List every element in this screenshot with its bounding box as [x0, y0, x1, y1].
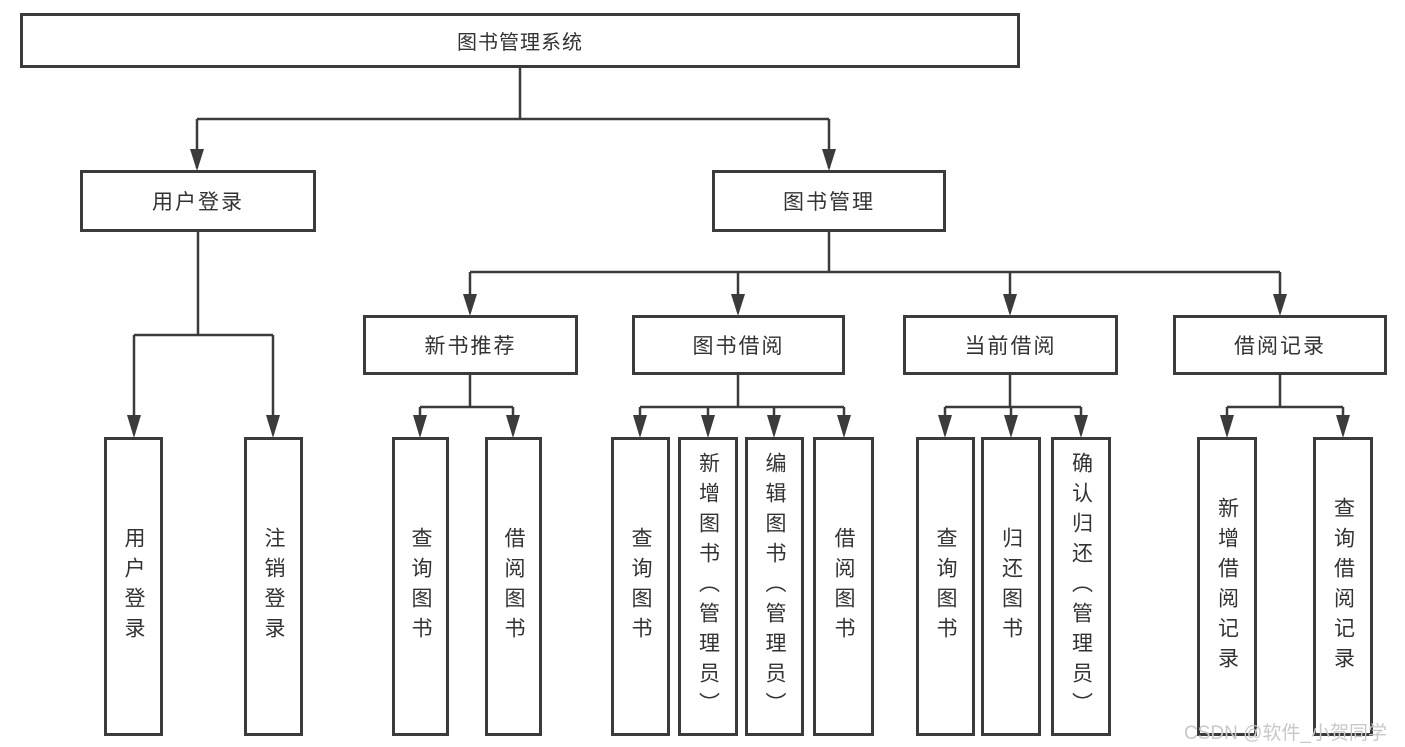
node-label: 新书推荐 [424, 335, 517, 358]
connector-paths [132, 68, 1345, 434]
node-label: 用户登录 [152, 191, 244, 214]
node-label: 查询图书 [409, 526, 432, 647]
leaf-query-borrow-record: 查询借阅记录 [1313, 437, 1373, 736]
node-label: 查询图书 [629, 526, 652, 647]
leaf-logout-login: 注销登录 [244, 437, 303, 736]
node-label: 编辑图书（管理员） [763, 451, 786, 722]
node-label: 用户登录 [122, 526, 145, 647]
leaf-edit-book-admin: 编辑图书（管理员） [745, 437, 804, 736]
leaf-add-book-admin: 新增图书（管理员） [678, 437, 738, 736]
node-book-management: 图书管理 [712, 170, 946, 232]
arrowheads [127, 149, 1350, 438]
node-label: 借阅记录 [1234, 335, 1326, 358]
node-label: 借阅图书 [832, 526, 855, 647]
node-label: 归还图书 [999, 526, 1023, 647]
node-label: 图书管理 [783, 191, 875, 214]
node-label: 当前借阅 [964, 335, 1057, 358]
node-label: 查询借阅记录 [1331, 496, 1355, 677]
leaf-query-books-recommend: 查询图书 [392, 437, 449, 736]
leaf-borrow-books-recommend: 借阅图书 [485, 437, 542, 736]
node-current-borrow: 当前借阅 [903, 315, 1118, 375]
node-library-management-system: 图书管理系统 [20, 13, 1020, 68]
node-label: 图书管理系统 [457, 32, 583, 54]
leaf-confirm-return-admin: 确认归还（管理员） [1051, 437, 1111, 736]
node-label: 查询图书 [934, 526, 957, 647]
leaf-return-book: 归还图书 [981, 437, 1041, 736]
node-label: 新增借阅记录 [1215, 496, 1239, 677]
leaf-query-books-borrow: 查询图书 [611, 437, 670, 736]
leaf-borrow-books: 借阅图书 [813, 437, 874, 736]
node-label: 新增图书（管理员） [696, 451, 720, 722]
leaf-query-books-current: 查询图书 [916, 437, 975, 736]
node-label: 借阅图书 [502, 526, 525, 647]
leaf-add-borrow-record: 新增借阅记录 [1197, 437, 1257, 736]
node-user-login: 用户登录 [80, 170, 316, 232]
node-label: 图书借阅 [692, 335, 785, 358]
node-borrow-records: 借阅记录 [1173, 315, 1387, 375]
node-label: 注销登录 [262, 526, 285, 647]
watermark: CSDN @软件_小贺同学 [1184, 723, 1387, 744]
node-label: 确认归还（管理员） [1069, 451, 1093, 722]
node-new-book-recommend: 新书推荐 [363, 315, 578, 375]
leaf-user-login: 用户登录 [104, 437, 163, 736]
node-book-borrow: 图书借阅 [632, 315, 845, 375]
